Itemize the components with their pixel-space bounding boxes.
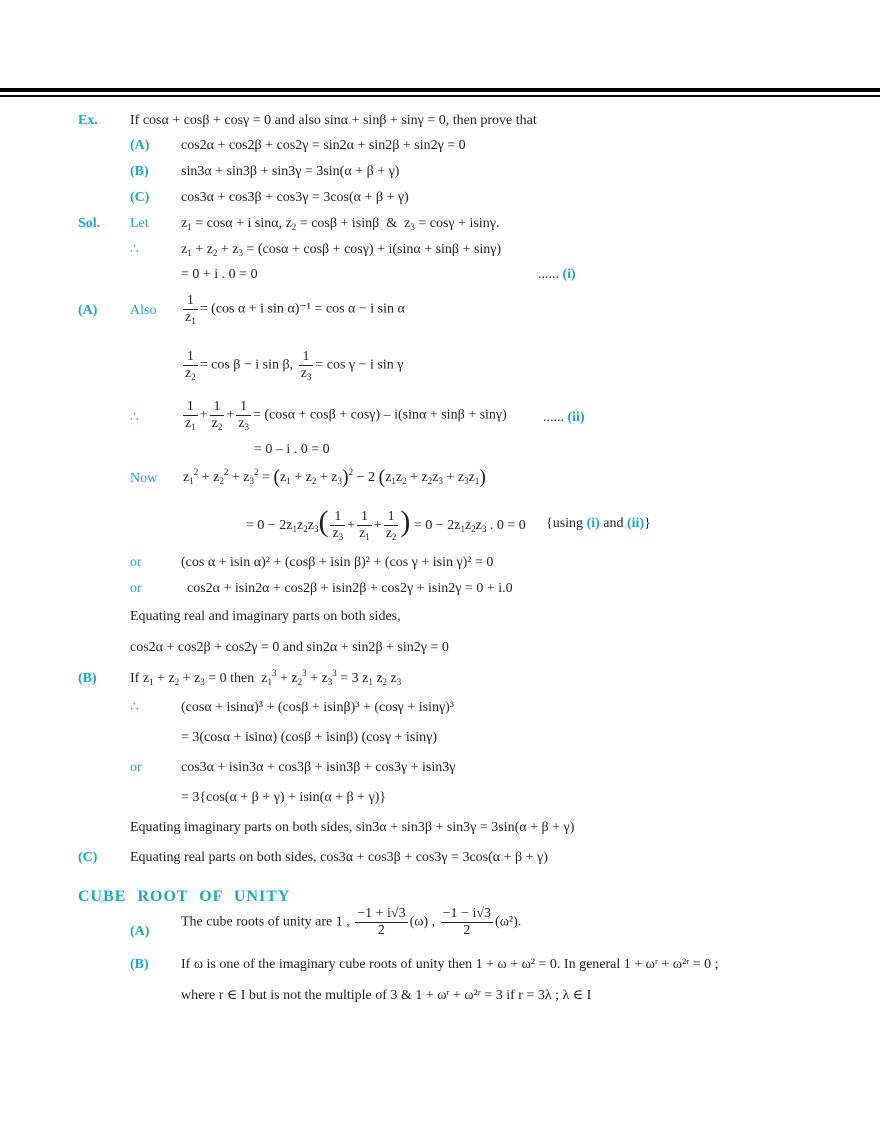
part-a-statement: cos2α + cos2β + cos2γ = sin2α + sin2β + … <box>181 138 466 153</box>
or-equation-2: cos2α + isin2α + cos2β + isin2β + cos2γ … <box>187 581 513 596</box>
part-b-statement: sin3α + sin3β + sin3γ = 3sin(α + β + γ) <box>181 164 400 179</box>
equating-real: Equating real parts on both sides, cos3α… <box>130 850 548 865</box>
proof-a-label: (A) <box>78 303 98 318</box>
proof-b-label: (B) <box>78 671 97 686</box>
problem-statement: If cosα + cosβ + cosγ = 0 and also sinα … <box>130 113 537 128</box>
part-c-statement: cos3α + cos3β + cos3γ = 3cos(α + β + γ) <box>181 190 409 205</box>
example-label: Ex. <box>78 113 98 128</box>
cis-sum: = 3{cos(α + β + γ) + isin(α + β + γ)} <box>181 790 387 805</box>
or-equation-1: (cos α + isin α)² + (cosβ + isin β)² + (… <box>181 555 494 570</box>
eq-ref-i: ...... (i) <box>538 267 576 282</box>
inverse-sum-zero: = 0 – i . 0 = 0 <box>254 442 330 457</box>
eq-ref-ii: ...... (ii) <box>543 410 585 425</box>
header-rule-thick <box>0 88 880 92</box>
let-definition: z1 = cosα + i sinα, z2 = cosβ + isinβ & … <box>181 216 500 232</box>
also-label: Also <box>130 303 157 318</box>
therefore-symbol: ∴ <box>130 242 139 257</box>
part-b-label: (B) <box>130 164 149 179</box>
solution-label: Sol. <box>78 216 101 231</box>
result-a: cos2α + cos2β + cos2γ = 0 and sin2α + si… <box>130 640 449 655</box>
cube-b-label: (B) <box>130 957 149 972</box>
cube-b-line2: where r ∈ I but is not the multiple of 3… <box>181 988 592 1003</box>
part-c-label: (C) <box>130 190 150 205</box>
sum-equation: z1 + z2 + z3 = (cosα + cosβ + cosγ) + i(… <box>181 242 502 258</box>
header-rule-thin <box>0 95 880 97</box>
cube-a-label: (A) <box>130 924 150 939</box>
let-label: Let <box>130 216 149 231</box>
now-label: Now <box>130 471 158 486</box>
equating-text: Equating real and imaginary parts on bot… <box>130 609 401 624</box>
cube-b-line1: If ω is one of the imaginary cube roots … <box>181 957 719 972</box>
using-note: {using (i) and (ii)} <box>546 516 651 531</box>
or-label: or <box>130 581 142 596</box>
equating-imaginary: Equating imaginary parts on both sides, … <box>130 820 575 835</box>
proof-c-label: (C) <box>78 850 98 865</box>
sum-zero: = 0 + i . 0 = 0 <box>181 267 258 282</box>
or-label: or <box>130 760 142 775</box>
cube-product: = 3(cosα + isinα) (cosβ + isinβ) (cosγ +… <box>181 730 438 745</box>
cube-roots-list: The cube roots of unity are 1 , −1 + i√3… <box>181 906 522 938</box>
therefore-symbol: ∴ <box>130 410 139 425</box>
section-heading: CUBE ROOT OF UNITY <box>78 888 291 905</box>
therefore-symbol: ∴ <box>130 700 139 715</box>
square-identity: z12 + z22 + z32 = (z1 + z2 + z3)2 − 2 (z… <box>183 466 486 488</box>
or-equation-3: cos3α + isin3α + cos3β + isin3β + cos3γ … <box>181 760 456 775</box>
cube-sum: (cosα + isinα)³ + (cosβ + isinβ)³ + (cos… <box>181 700 454 715</box>
cube-identity: If z1 + z2 + z3 = 0 then z13 + z23 + z33… <box>130 668 402 687</box>
part-a-label: (A) <box>130 138 150 153</box>
or-label: or <box>130 555 142 570</box>
